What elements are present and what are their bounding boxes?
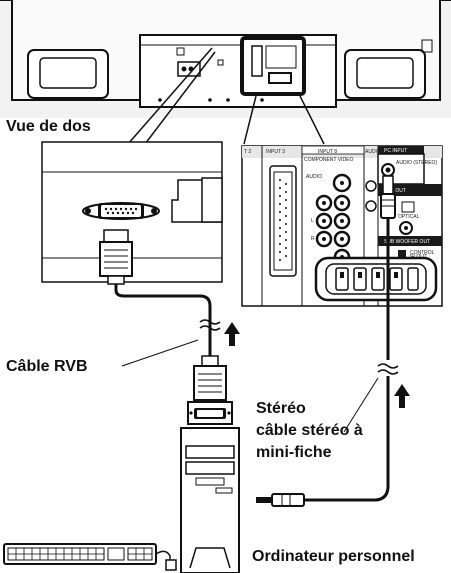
stereo-label-line3: mini-fiche bbox=[256, 444, 332, 461]
keyboard-plug bbox=[165, 559, 177, 571]
zoom-lines bbox=[127, 47, 325, 145]
panel-r-label: R bbox=[311, 236, 315, 242]
tv-rear-view bbox=[0, 0, 451, 118]
panel-texts: T 2 INPUT 3 INPUT 8 AUDIO OUT PC INPUT C… bbox=[244, 148, 437, 260]
stereo-label-line2: câble stéréo à bbox=[256, 422, 363, 439]
panel-digital-out-label: ITAL OUT bbox=[384, 188, 406, 194]
stereo-cable-lower bbox=[304, 376, 390, 502]
arrow-up-icon bbox=[224, 322, 240, 346]
leader-lines bbox=[121, 339, 379, 433]
arrow-up-icon bbox=[394, 384, 410, 408]
keyboard-cable bbox=[155, 550, 171, 562]
stereo-label-line1: Stéréo bbox=[256, 400, 306, 417]
panel-audio-out-label: AUDIO OUT bbox=[365, 149, 393, 155]
panel-edge-label: T 2 bbox=[244, 149, 251, 155]
panel-optical-label: OPTICAL bbox=[398, 214, 420, 220]
vga-port bbox=[82, 202, 160, 220]
panel-control-label: CONTROL bbox=[410, 250, 435, 256]
panel-audio-stereo-label: AUDIO (STEREO) bbox=[396, 160, 437, 166]
rgb-plug-upper bbox=[99, 229, 133, 285]
panel-pc-input-label: PC INPUT bbox=[384, 148, 407, 154]
panel-ir-out-label: IR OUT bbox=[410, 254, 427, 260]
right-inset-panel bbox=[241, 145, 443, 307]
panel-subwoofer-label: SUB WOOFER OUT bbox=[384, 239, 430, 245]
pc-vga-port bbox=[187, 401, 233, 425]
rear-view-label: Vue de dos bbox=[6, 118, 91, 135]
stereo-cable-break bbox=[377, 363, 399, 375]
panel-component-label: COMPONENT VIDEO bbox=[304, 157, 353, 163]
rgb-cable bbox=[114, 284, 212, 332]
panel-l-label: L bbox=[311, 218, 314, 224]
stereo-mini-plug-bottom bbox=[256, 493, 305, 507]
panel-audio-label: AUDIO bbox=[306, 174, 322, 180]
rgb-plug-lower bbox=[193, 355, 227, 401]
panel-input8-label: INPUT 8 bbox=[318, 149, 337, 155]
panel-input3-label: INPUT 3 bbox=[266, 149, 285, 155]
pc-tower bbox=[180, 427, 240, 573]
rgb-cable-break bbox=[199, 319, 221, 331]
keyboard bbox=[3, 543, 157, 565]
pc-label: Ordinateur personnel bbox=[252, 548, 415, 565]
rgb-cable-label: Câble RVB bbox=[6, 358, 88, 375]
stereo-mini-plug-top bbox=[380, 175, 396, 219]
